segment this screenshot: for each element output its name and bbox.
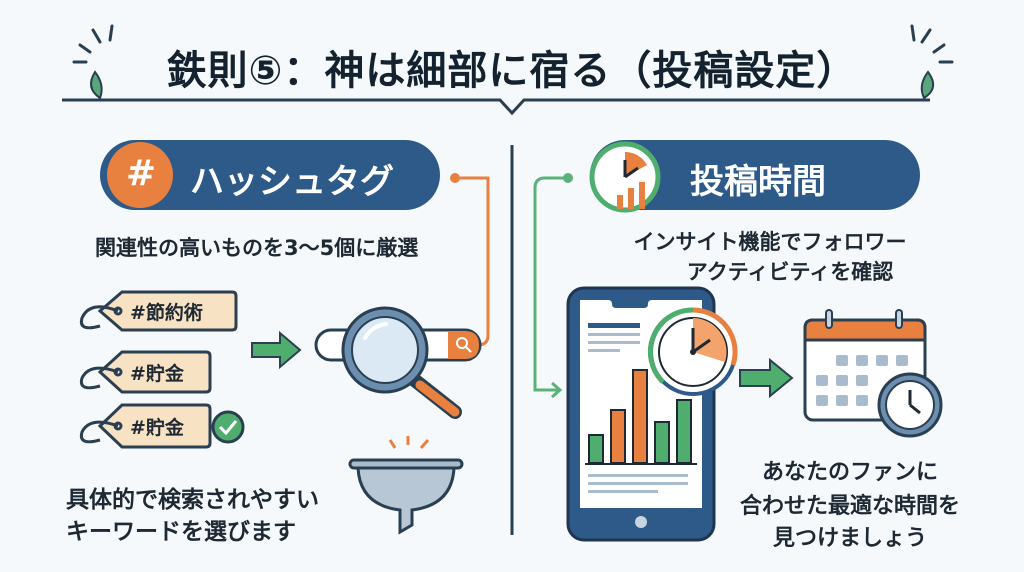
- hashtag-subtitle: 関連性の高いものを3〜5個に厳選: [95, 236, 419, 260]
- time-subtitle-line: インサイト機能でフォロワー: [633, 230, 907, 254]
- hashtag-description-line: キーワードを選びます: [66, 519, 296, 545]
- time-description-line: 合わせた最適な時間を: [739, 494, 960, 519]
- time-description-line: あなたのファンに: [761, 460, 938, 485]
- orange-connector: [455, 176, 490, 347]
- clock-icon: [647, 307, 738, 396]
- hashtag-heading-pill: [100, 140, 440, 210]
- page-title: 鉄則⑤：神は細部に宿る（投稿設定）: [166, 48, 858, 94]
- sparkle-right-icon: [910, 24, 954, 64]
- green-connector: [533, 176, 568, 399]
- title-underline: [62, 98, 930, 116]
- hashtag-heading: ハッシュタグ: [190, 162, 394, 202]
- check-icon: [211, 410, 245, 444]
- leaf-right-icon: [920, 70, 935, 100]
- arrow-right-icon: [251, 330, 302, 370]
- tag-label: #貯金: [130, 363, 184, 385]
- leaf-left-icon: [90, 70, 103, 100]
- calendar-icon: [803, 309, 943, 438]
- time-heading: 投稿時間: [690, 162, 826, 202]
- hashtag-icon-circle: [107, 142, 173, 208]
- clock-growth-icon: [589, 141, 661, 213]
- hashtag-icon: #: [125, 153, 157, 194]
- magnifier-icon: [341, 306, 462, 419]
- sparkle-left-icon: [72, 24, 114, 64]
- hashtag-description-line: 具体的で検索されやすい: [66, 487, 319, 513]
- arrow-right-icon-2: [739, 357, 794, 399]
- time-description-line: 見つけましょう: [772, 526, 927, 551]
- tag-label: #節約術: [130, 302, 203, 324]
- time-subtitle-line: アクティビティを確認: [686, 260, 894, 284]
- time-heading-pill: [590, 140, 920, 210]
- tag-label-checked: #貯金: [130, 417, 184, 439]
- filter-funnel-icon: [348, 436, 464, 535]
- tag-shapes: [79, 290, 238, 449]
